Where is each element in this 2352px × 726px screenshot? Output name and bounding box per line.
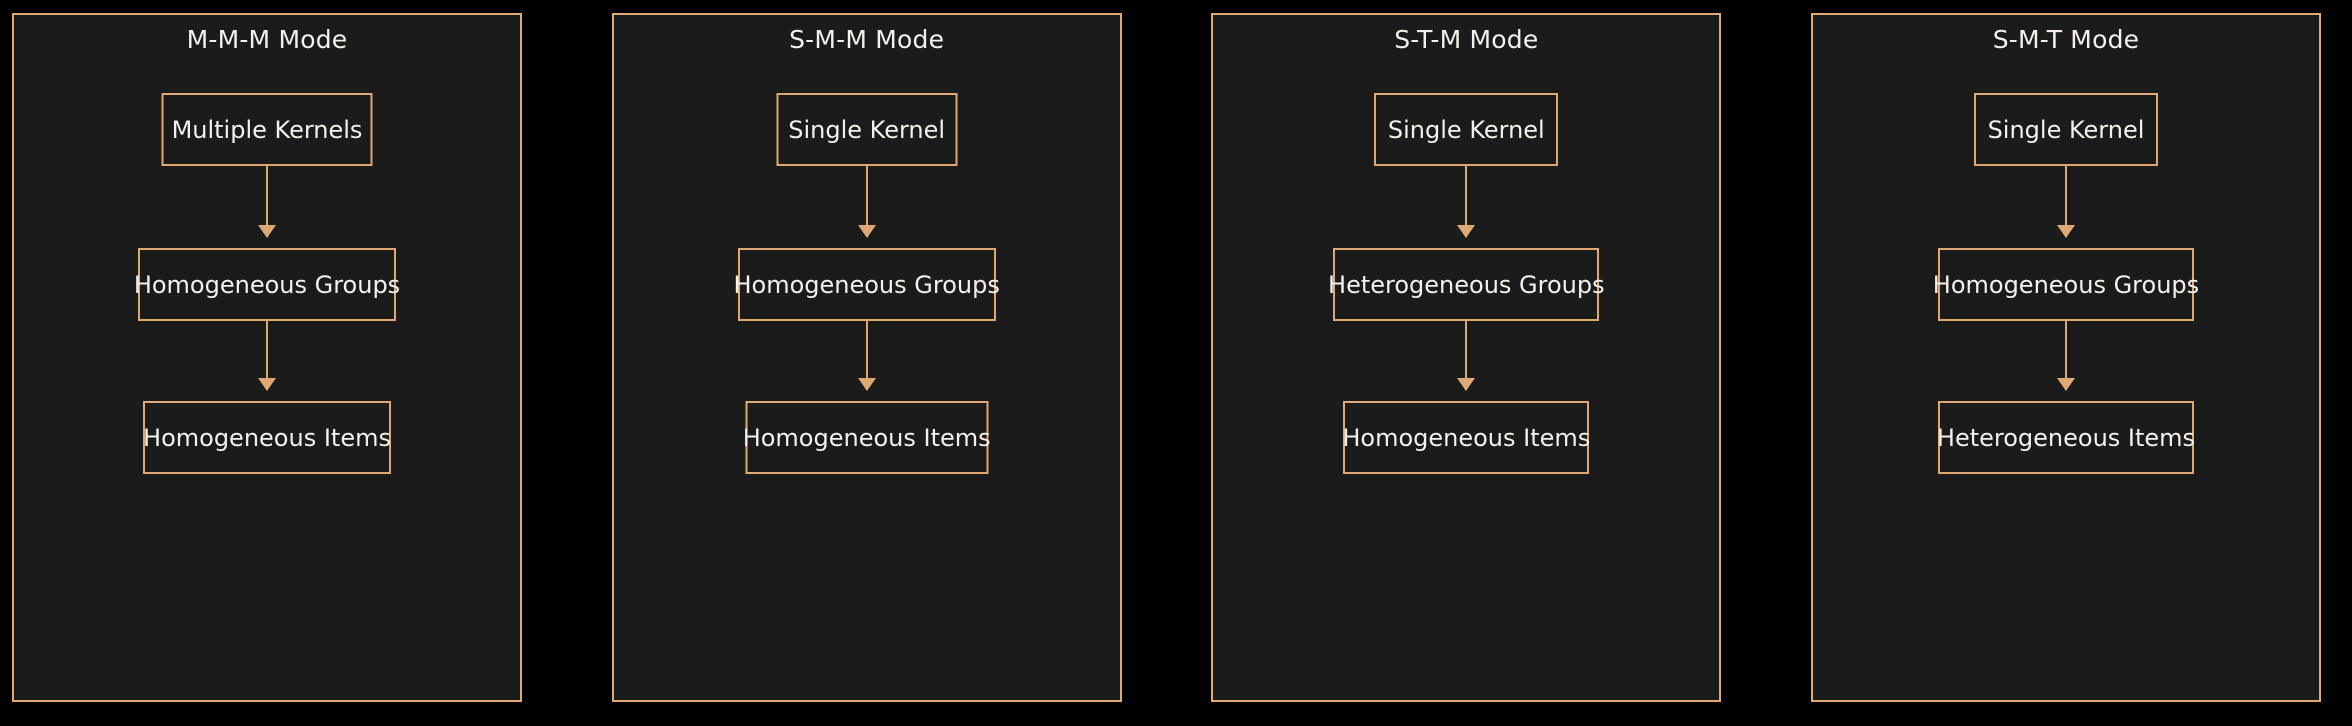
flow-container: Single Kernel Homogeneous Groups Heterog… xyxy=(1813,55,2319,700)
panel-title: S-M-M Mode xyxy=(789,25,945,54)
flow-node-kernel[interactable]: Multiple Kernels xyxy=(161,93,373,166)
arrow-down-icon xyxy=(266,321,268,390)
panel-title: S-M-T Mode xyxy=(1992,25,2140,54)
arrow-down-icon xyxy=(266,166,268,237)
flow-node-groups[interactable]: Heterogeneous Groups xyxy=(1328,248,1605,321)
arrow-down-icon xyxy=(1465,166,1468,237)
arrow-down-icon xyxy=(2064,166,2067,237)
flow-container: Single Kernel Heterogeneous Groups Homog… xyxy=(1213,55,1719,700)
flow-container: Single Kernel Homogeneous Groups Homogen… xyxy=(614,55,1120,700)
mode-panel-s-m-t[interactable]: S-M-T Mode Single Kernel Homogeneous Gro… xyxy=(1810,13,2321,702)
flow-node-items[interactable]: Homogeneous Items xyxy=(743,401,991,474)
mode-panel-s-m-m[interactable]: S-M-M Mode Single Kernel Homogeneous Gro… xyxy=(611,13,1122,702)
arrow-down-icon xyxy=(865,321,868,390)
arrow-down-icon xyxy=(1465,321,1468,390)
flow-node-kernel[interactable]: Single Kernel xyxy=(1374,93,1559,166)
flow-node-groups[interactable]: Homogeneous Groups xyxy=(134,248,400,321)
flow-node-groups[interactable]: Homogeneous Groups xyxy=(1933,248,2199,321)
flow-node-kernel[interactable]: Single Kernel xyxy=(1973,93,2158,166)
arrow-down-icon xyxy=(865,166,868,237)
flow-node-kernel[interactable]: Single Kernel xyxy=(776,93,958,166)
flow-node-groups[interactable]: Homogeneous Groups xyxy=(733,248,1000,321)
flow-node-items[interactable]: Heterogeneous Items xyxy=(1937,401,2195,474)
flow-node-items[interactable]: Homogeneous Items xyxy=(143,401,391,474)
panel-title: S-T-M Mode xyxy=(1394,25,1539,54)
arrow-down-icon xyxy=(2064,321,2067,390)
mode-panel-s-t-m[interactable]: S-T-M Mode Single Kernel Heterogeneous G… xyxy=(1211,13,1722,702)
panel-title: M-M-M Mode xyxy=(186,25,348,54)
flow-container: Multiple Kernels Homogeneous Groups Homo… xyxy=(14,55,520,700)
flow-node-items[interactable]: Homogeneous Items xyxy=(1342,401,1590,474)
mode-panel-m-m-m[interactable]: M-M-M Mode Multiple Kernels Homogeneous … xyxy=(12,13,522,702)
